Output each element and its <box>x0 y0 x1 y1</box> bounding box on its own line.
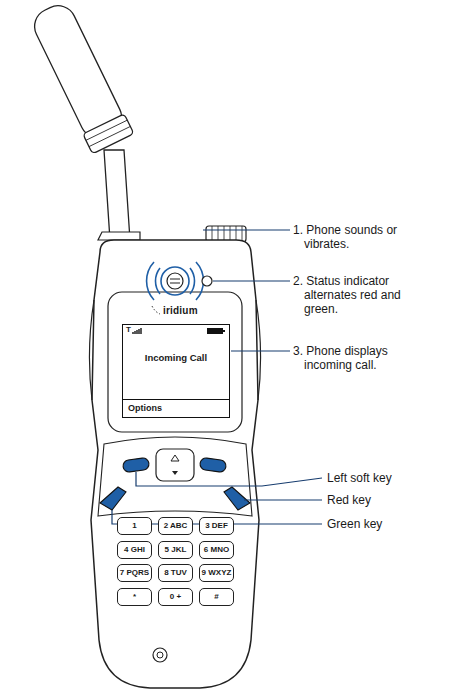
nav-down-arrow <box>172 471 178 475</box>
part-name: Left soft key <box>327 471 392 485</box>
part-name: Red key <box>327 493 371 507</box>
keypad-key: 1 <box>117 517 152 535</box>
key-label: 5 JKL <box>165 546 187 554</box>
signal-bars <box>133 328 141 334</box>
keypad-key: # <box>199 588 234 606</box>
bottom-port <box>153 648 167 662</box>
key-label: 2 ABC <box>164 522 188 530</box>
sound-wave <box>161 267 189 295</box>
keypad-key: * <box>117 588 152 606</box>
keypad-key: 9 WXYZ <box>199 564 234 582</box>
screen-background <box>122 324 230 418</box>
red-key <box>224 487 250 510</box>
key-label: 4 GHI <box>124 546 145 554</box>
display-bezel <box>108 292 242 432</box>
sound-wave <box>147 262 204 300</box>
leader-line <box>203 229 290 230</box>
key-label: * <box>133 593 136 601</box>
keypad-key: 0 + <box>158 588 193 606</box>
key-label: # <box>214 593 218 601</box>
key-label: 1 <box>132 522 136 530</box>
part-name: Green key <box>327 517 382 531</box>
screen-message: Incoming Call <box>123 352 229 363</box>
keypad-key: 6 MNO <box>199 541 234 559</box>
sound-wave <box>155 268 194 294</box>
key-label: 7 PQRS <box>120 569 149 577</box>
earpiece-slot <box>170 279 180 283</box>
leader-line <box>231 350 290 351</box>
nav-up-arrow <box>171 455 179 461</box>
brand-logo: iridium <box>163 305 198 316</box>
antenna-collar <box>83 114 134 154</box>
status-indicator <box>202 276 212 286</box>
callout-text: 2. Status indicator alternates red and g… <box>293 274 405 316</box>
battery-tip <box>223 330 225 332</box>
keypad-key: 2 ABC <box>158 517 193 535</box>
bottom-port-inner <box>157 652 163 658</box>
control-panel <box>98 437 252 516</box>
keypad-key: 5 JKL <box>158 541 193 559</box>
key-label: 3 DEF <box>205 522 228 530</box>
navigation-key <box>156 449 194 481</box>
key-label: 6 MNO <box>204 546 229 554</box>
antenna <box>27 0 134 154</box>
display-screen: Incoming CallOptions <box>122 324 230 418</box>
key-label: 8 TUV <box>164 569 187 577</box>
antenna-ridge <box>86 120 127 140</box>
antenna-hinge <box>98 232 140 240</box>
phone-body <box>91 240 259 688</box>
left-soft-key <box>122 457 149 473</box>
leader-line <box>213 280 290 281</box>
soft-key-label: Options <box>123 399 229 417</box>
antenna-ridge <box>89 126 130 146</box>
earpiece <box>167 273 183 289</box>
keypad-key: 8 TUV <box>158 564 193 582</box>
callout-text: 1. Phone sounds or vibrates. <box>293 223 405 251</box>
key-label: 9 WXYZ <box>202 569 232 577</box>
leader-line <box>244 499 322 500</box>
callout-text: 3. Phone displays incoming call. <box>293 344 405 372</box>
right-soft-key <box>199 457 226 473</box>
logo-mark <box>152 306 160 314</box>
antenna-stem <box>104 150 130 240</box>
keypad-key: 7 PQRS <box>117 564 152 582</box>
keypad-key: 4 GHI <box>117 541 152 559</box>
green-key <box>100 487 126 510</box>
leader-line <box>136 472 322 486</box>
signal-indicator: T <box>126 325 131 334</box>
key-label: 0 + <box>170 593 181 601</box>
keypad-key: 3 DEF <box>199 517 234 535</box>
battery-icon <box>207 328 223 334</box>
